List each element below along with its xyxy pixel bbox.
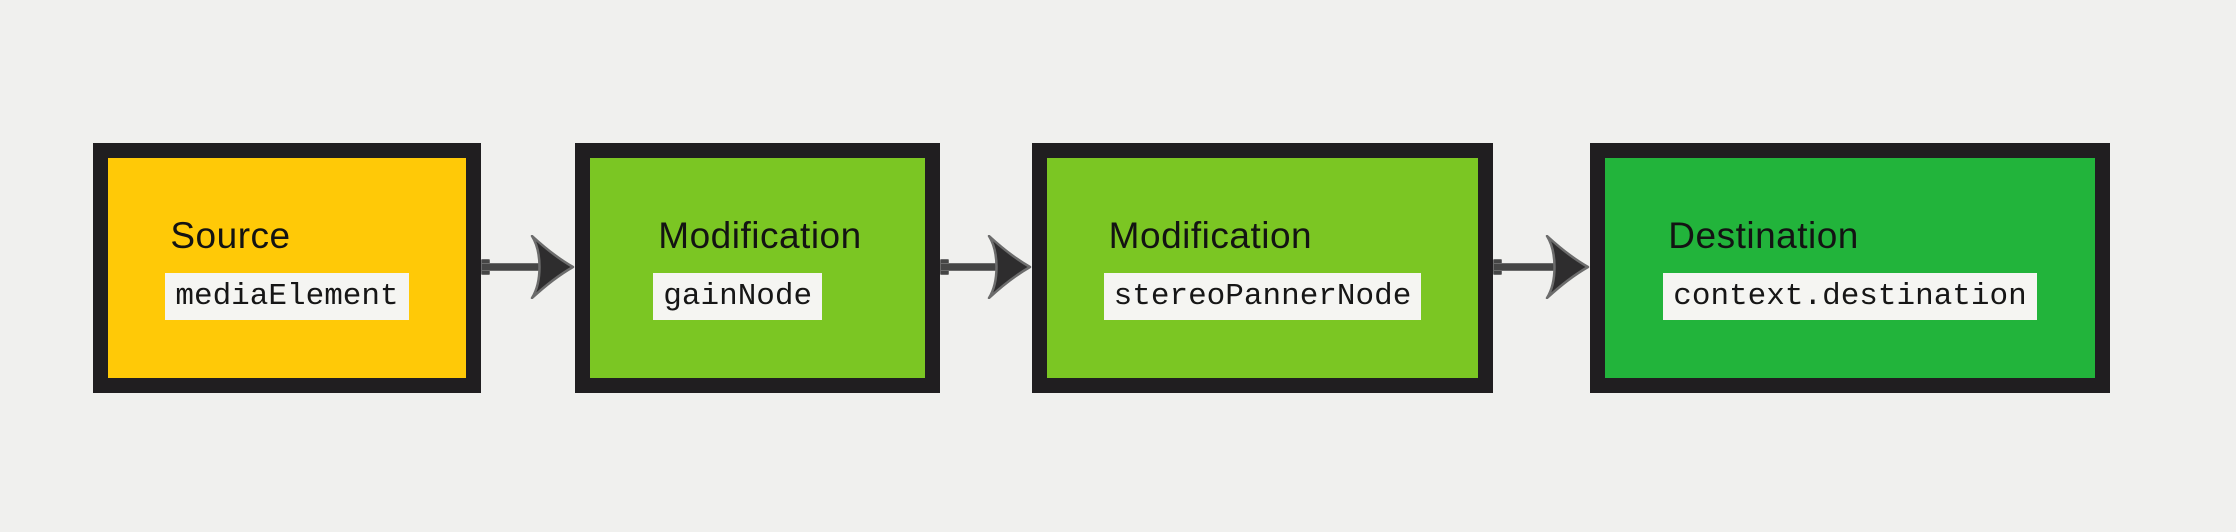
node-destination-content: Destination context.destination [1663, 215, 2037, 320]
node-source-box: Source mediaElement [93, 143, 481, 393]
connection-arrow-icon [940, 235, 1032, 299]
node-gain-box: Modification gainNode [575, 143, 940, 393]
node-destination-code-chip: context.destination [1663, 272, 2037, 320]
node-stereo-panner-box: Modification stereoPannerNode [1032, 143, 1493, 393]
node-stereo-panner-content: Modification stereoPannerNode [1103, 215, 1422, 320]
node-destination-box: Destination context.destination [1590, 143, 2110, 393]
node-gain-content: Modification gainNode [653, 215, 862, 320]
connection-arrow-icon [481, 235, 575, 299]
node-source-code-chip: mediaElement [165, 272, 409, 320]
node-source-label: Source [170, 215, 291, 257]
node-gain-code-chip: gainNode [653, 272, 823, 320]
node-destination-label: Destination [1668, 215, 1859, 257]
connection-arrow-icon [1493, 235, 1590, 299]
node-source-content: Source mediaElement [165, 215, 409, 320]
node-stereo-panner-label: Modification [1108, 215, 1313, 257]
node-stereo-panner-code-chip: stereoPannerNode [1103, 272, 1422, 320]
node-gain-label: Modification [658, 215, 862, 257]
